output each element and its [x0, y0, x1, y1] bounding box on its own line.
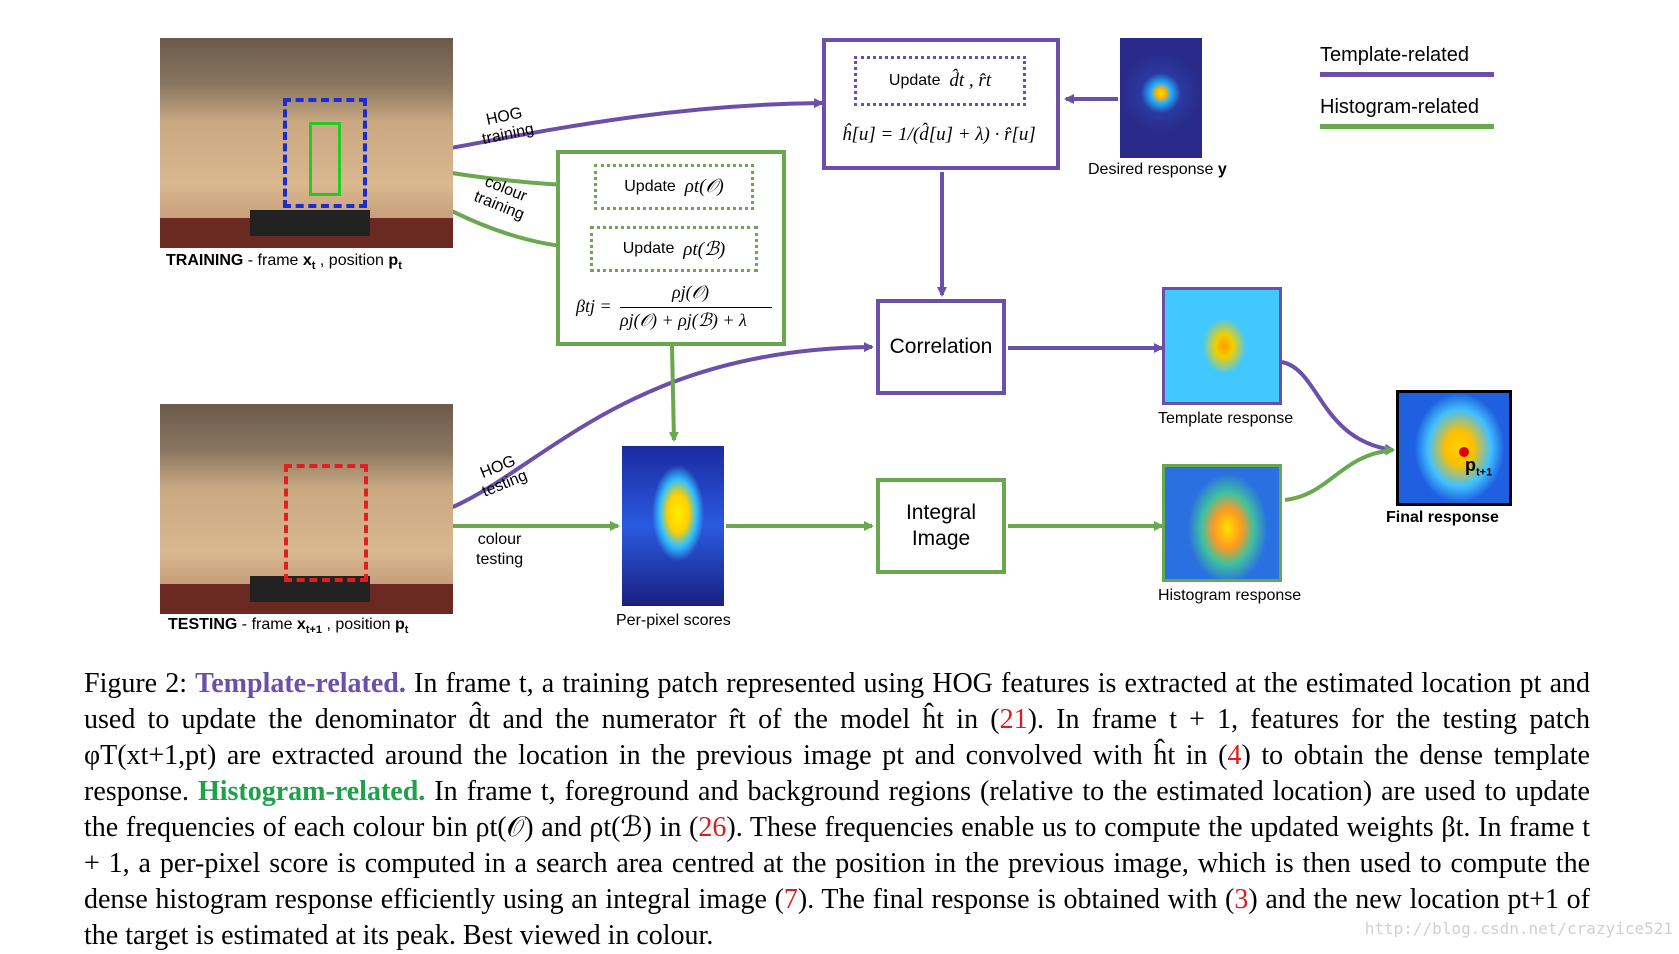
legend-histogram-label: Histogram-related [1320, 96, 1479, 118]
desired-response-label: Desired response y [1088, 161, 1227, 178]
histogram-response-label: Histogram response [1158, 587, 1302, 604]
correlation-box: Correlation [876, 299, 1006, 395]
peak-marker [1459, 447, 1469, 457]
final-response-label: Final response [1386, 509, 1499, 526]
per-pixel-scores-label: Per-pixel scores [616, 612, 731, 629]
legend: Template-related Histogram-related [1320, 44, 1496, 134]
testing-search-box [284, 464, 368, 582]
watermark: http://blog.csdn.net/crazyice521 [1364, 919, 1673, 938]
final-response-image: pt+1 [1396, 390, 1512, 506]
histogram-update-box: Update ρt(𝒪) Update ρt(ℬ) βtj = ρj(𝒪) ρj… [556, 150, 786, 346]
update-dr-box: Update d̂t , r̂t [854, 56, 1026, 106]
template-update-box: Update d̂t , r̂t ĥ[u] = 1/(d̂[u] + λ) · … [822, 38, 1060, 170]
template-response-label: Template response [1158, 410, 1294, 427]
training-label: TRAINING - frame xt , position pt [166, 252, 402, 273]
training-frame-image [160, 38, 453, 248]
arrow-template-to-final [1281, 360, 1395, 454]
legend-histogram-line [1320, 124, 1494, 129]
per-pixel-scores-image [622, 446, 724, 606]
histogram-response-image [1162, 464, 1282, 582]
testing-label: TESTING - frame xt+1 , position pt [168, 616, 409, 637]
peak-label: pt+1 [1465, 455, 1493, 479]
legend-template-label: Template-related [1320, 44, 1469, 66]
search-area-box [283, 98, 367, 208]
h-formula: ĥ[u] = 1/(d̂[u] + λ) · r̂[u] [842, 124, 1036, 145]
beta-formula: βtj = ρj(𝒪) ρj(𝒪) + ρj(ℬ) + λ [576, 282, 776, 336]
arrow-histogram-to-final [1284, 445, 1395, 502]
legend-template-line [1320, 72, 1494, 77]
update-o-box: Update ρt(𝒪) [594, 164, 754, 210]
arrow-histbox-to-perpixel [668, 345, 679, 442]
desired-response-image [1120, 38, 1202, 158]
update-b-box: Update ρt(ℬ) [590, 226, 758, 272]
testing-frame-image [160, 404, 453, 614]
figure-caption: Figure 2: Template-related. In frame t, … [84, 668, 1590, 951]
template-response-image [1162, 287, 1282, 405]
target-box [309, 122, 341, 196]
